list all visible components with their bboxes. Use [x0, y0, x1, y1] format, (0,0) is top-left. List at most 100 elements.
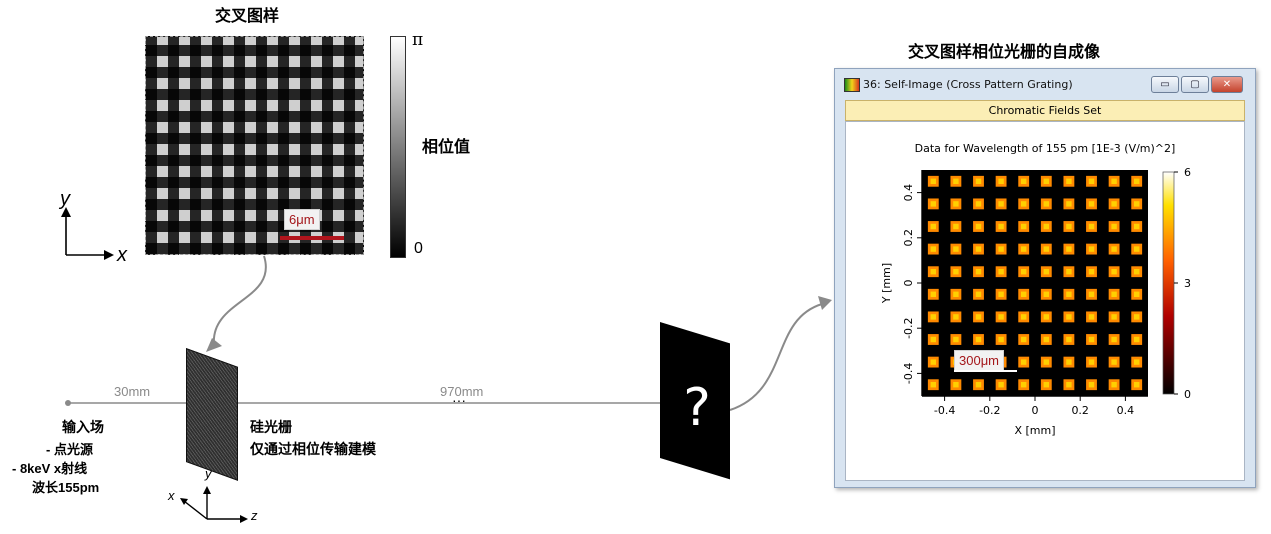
distance-ellipsis: ··· [452, 392, 466, 408]
heatmap-spot-core [1020, 314, 1027, 320]
heatmap-spot-core [1066, 268, 1072, 275]
y-axis-title: Y [mm] [880, 263, 893, 304]
heatmap-spot-core [953, 314, 959, 320]
y-tick-label: 0.4 [902, 184, 915, 202]
heatmap-spot-core [1133, 178, 1140, 185]
self-image-window[interactable]: 36: Self-Image (Cross Pattern Grating) ▭… [834, 68, 1256, 488]
heatmap-spot-core [1066, 314, 1072, 320]
heatmap-scale-bar [954, 370, 1017, 372]
heatmap-spot-core [953, 201, 959, 207]
heatmap-spot-core [930, 359, 937, 365]
heatmap-spot-core [1043, 201, 1050, 207]
heatmap-spot-core [1133, 201, 1140, 207]
heatmap-spot-core [1066, 246, 1072, 252]
heatmap-spot-core [1020, 336, 1027, 343]
heatmap-spot-core [1043, 291, 1050, 298]
heatmap-spot-core [1066, 223, 1072, 230]
heatmap-spot-core [1043, 268, 1050, 275]
heatmap-spot-core [1043, 223, 1050, 230]
maximize-button[interactable]: ▢ [1181, 76, 1209, 93]
small-axis-x-label: x [168, 488, 175, 503]
heatmap-spot-core [1088, 336, 1095, 343]
heatmap-spot-core [1020, 201, 1027, 207]
heatmap-spot-core [1111, 178, 1117, 185]
heatmap-spot-core [1088, 178, 1095, 185]
cross-pattern-image [145, 36, 364, 255]
xy-axes-icon [61, 207, 114, 260]
pattern-scale-bar [280, 236, 344, 240]
heatmap-spot-core [1111, 201, 1117, 207]
grating-title: 硅光栅 [250, 419, 292, 435]
phase-colorbar [390, 36, 406, 258]
heatmap-spot-core [1020, 359, 1027, 365]
heatmap-spot-core [1020, 223, 1027, 230]
plot-area: Data for Wavelength of 155 pm [1E-3 (V/m… [845, 121, 1245, 481]
x-axis-title: X [mm] [1014, 424, 1055, 437]
heatmap-spot-core [975, 268, 982, 275]
heatmap-spot-core [998, 246, 1004, 252]
heatmap-spot-core [1111, 314, 1117, 320]
heatmap-spot-core [1066, 336, 1072, 343]
x-tick-label: -0.2 [979, 404, 1000, 417]
heatmap-spot-core [1088, 314, 1095, 320]
y-tick-label: -0.4 [902, 363, 915, 384]
heatmap-spot-core [1043, 359, 1050, 365]
y-tick-label: 0.2 [902, 229, 915, 247]
heatmap-colorbar [1162, 171, 1175, 395]
heatmap-spot-core [975, 381, 982, 388]
close-button[interactable]: ✕ [1211, 76, 1243, 93]
heatmap-scale-label: 300μm [954, 350, 1005, 371]
y-tick-label: -0.2 [902, 317, 915, 338]
heatmap-spot-core [930, 314, 937, 320]
heatmap-spot-core [975, 291, 982, 298]
heatmap-spot-core [953, 178, 959, 185]
tab-chromatic-fields-set[interactable]: Chromatic Fields Set [845, 100, 1245, 121]
heatmap-spot-core [930, 178, 937, 185]
heatmap-spot-core [1066, 291, 1072, 298]
x-tick-label: 0 [1032, 404, 1039, 417]
heatmap-spot-core [998, 336, 1004, 343]
heatmap-spot-core [1043, 381, 1050, 388]
heatmap-spot-core [1111, 291, 1117, 298]
x-tick-label: 0.4 [1117, 404, 1135, 417]
heatmap-spot-core [1133, 359, 1140, 365]
heatmap-spot-core [1088, 359, 1095, 365]
heatmap-spot-core [975, 314, 982, 320]
unknown-result-mark: ? [683, 378, 711, 438]
heatmap-spot-core [930, 246, 937, 252]
heatmap-spot-core [998, 291, 1004, 298]
heatmap-spot-core [1043, 336, 1050, 343]
heatmap-spot-core [1088, 268, 1095, 275]
minimize-button[interactable]: ▭ [1151, 76, 1179, 93]
heatmap-spot-core [1088, 201, 1095, 207]
heatmap-spot-core [1020, 178, 1027, 185]
heatmap-spot-core [1020, 268, 1027, 275]
heatmap-spot-core [1088, 291, 1095, 298]
heatmap-spot-core [998, 381, 1004, 388]
source-line-2: - 8keV x射线 [12, 461, 88, 476]
window-title: 36: Self-Image (Cross Pattern Grating) [863, 78, 1073, 91]
heatmap-spot-core [1133, 314, 1140, 320]
heatmap-spot-core [1020, 246, 1027, 252]
heatmap-spot-core [1066, 381, 1072, 388]
heatmap-spot-core [930, 381, 937, 388]
heatmap-spot-core [1111, 268, 1117, 275]
heatmap-spot-core [975, 336, 982, 343]
heatmap-spot-core [930, 336, 937, 343]
heatmap-spot-core [975, 201, 982, 207]
distance-30mm: 30mm [114, 384, 151, 399]
heatmap-spot-core [998, 314, 1004, 320]
heatmap-spot-core [975, 223, 982, 230]
heatmap-spot-core [1043, 246, 1050, 252]
heatmap-spot-core [1111, 223, 1117, 230]
source-line-1: - 点光源 [46, 442, 93, 457]
y-tick-label: 0 [902, 280, 915, 287]
source-line-3: 波长155pm [32, 480, 100, 495]
heatmap-spot-core [953, 381, 959, 388]
heatmap-spot-core [975, 178, 982, 185]
heatmap-spot-core [975, 246, 982, 252]
axis-y-label: y [60, 188, 70, 210]
pattern-scale-label: 6μm [284, 209, 320, 230]
